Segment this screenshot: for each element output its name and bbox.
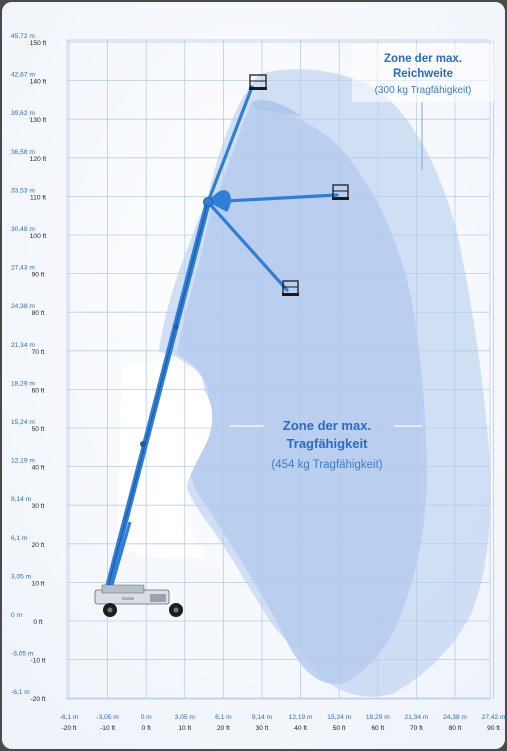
x-tick-label-m: 24,38 m xyxy=(443,714,467,721)
x-tick-label-ft: -20 ft xyxy=(61,725,76,732)
y-tick-label-ft: 90 ft xyxy=(32,272,45,279)
y-tick-label-m: 0 m xyxy=(11,612,22,619)
zone-capacity-title-2: Tragfähigkeit xyxy=(287,436,369,451)
y-tick-label-ft: 110 ft xyxy=(30,194,46,201)
zone-capacity-label: Zone der max. Tragfähigkeit (454 kg Trag… xyxy=(230,418,422,471)
y-tick-label-ft: 10 ft xyxy=(32,580,45,587)
y-tick-label-ft: 60 ft xyxy=(32,387,45,394)
y-tick-label-ft: 50 ft xyxy=(32,426,45,433)
y-tick-label-ft: -20 ft xyxy=(30,696,45,703)
zone-capacity-title-1: Zone der max. xyxy=(283,418,371,433)
zone-reach-title-1: Zone der max. xyxy=(384,53,462,65)
y-tick-label-ft: 150 ft xyxy=(30,40,47,47)
platform-low xyxy=(282,280,299,296)
plot-border xyxy=(66,39,491,700)
chassis: Genie xyxy=(94,584,183,617)
y-tick-label-ft: 20 ft xyxy=(32,542,45,549)
machine-label: Genie xyxy=(122,596,135,601)
zone-capacity-area xyxy=(177,102,427,684)
x-tick-label-m: 6,1 m xyxy=(215,714,232,721)
y-tick-label-m: 30,48 m xyxy=(11,226,35,233)
x-tick-label-ft: 30 ft xyxy=(256,725,269,732)
x-tick-label-ft: 40 ft xyxy=(294,725,307,732)
x-tick-label-ft: 10 ft xyxy=(178,725,191,732)
zone-reach-label: Zone der max. Reichweite (300 kg Tragfäh… xyxy=(352,44,494,170)
x-tick-label-m: 15,24 m xyxy=(327,714,351,721)
non-reachable-area xyxy=(117,363,213,559)
y-tick-label-m: 36,58 m xyxy=(11,149,35,156)
platform-horizontal xyxy=(332,184,349,200)
jib-up xyxy=(206,85,254,204)
jib-down xyxy=(206,200,289,292)
y-tick-label-ft: 80 ft xyxy=(32,310,45,317)
x-tick-label-ft: 50 ft xyxy=(333,725,346,732)
y-tick-label-ft: 140 ft xyxy=(30,79,47,86)
y-tick-label-ft: 120 ft xyxy=(30,156,47,163)
zone-reach-label-bg xyxy=(352,44,494,102)
y-tick-label-ft: 130 ft xyxy=(30,117,47,124)
y-tick-label-ft: 100 ft xyxy=(30,233,47,240)
boom-lift: Genie xyxy=(94,74,349,617)
x-tick-label-ft: -10 ft xyxy=(100,725,115,732)
x-tick-label-ft: 60 ft xyxy=(371,725,384,732)
x-tick-label-m: 21,34 m xyxy=(404,714,428,721)
main-boom-edge xyxy=(107,201,209,588)
y-tick-label-m: 33,53 m xyxy=(11,187,35,194)
y-tick-label-m: 42,67 m xyxy=(11,72,35,79)
x-axis: -6,1 m -20 ft -3,05 m -10 ft 0 m 0 ft 3,05 m 10… xyxy=(60,714,505,732)
y-tick-label-ft: 70 ft xyxy=(32,349,45,356)
zone-inner-stripe xyxy=(252,100,302,117)
y-tick-label-m: 18,29 m xyxy=(11,380,35,387)
y-tick-label-m: 9,14 m xyxy=(11,496,32,503)
x-tick-label-ft: 90 ft xyxy=(487,725,500,732)
y-tick-label-m: 39,62 m xyxy=(11,110,35,117)
y-tick-label-m: 45,72 m xyxy=(11,33,35,40)
x-tick-label-ft: 20 ft xyxy=(217,725,230,732)
x-tick-label-m: 27,42 m xyxy=(482,714,505,721)
zone-capacity-subtitle: (454 kg Tragfähigkeit) xyxy=(271,459,382,471)
x-tick-label-m: 3,05 m xyxy=(175,714,196,721)
y-tick-label-ft: 30 ft xyxy=(32,503,45,510)
y-tick-label-ft: -10 ft xyxy=(30,658,45,665)
x-tick-label-m: 12,19 m xyxy=(289,714,313,721)
y-tick-label-m: -3,05 m xyxy=(11,651,34,658)
zone-reach-title-2: Reichweite xyxy=(393,68,453,80)
platform-top xyxy=(249,74,267,90)
zone-reach-subtitle: (300 kg Tragfähigkeit) xyxy=(375,85,472,96)
x-tick-label-ft: 80 ft xyxy=(449,725,462,732)
x-tick-label-ft: 0 ft xyxy=(142,725,151,732)
y-tick-label-m: 3,05 m xyxy=(11,573,32,580)
x-tick-label-m: 9,14 m xyxy=(252,714,273,721)
y-tick-label-m: 21,34 m xyxy=(11,342,35,349)
y-tick-label-ft: 0 ft xyxy=(33,619,42,626)
x-tick-label-m: 18,29 m xyxy=(366,714,390,721)
grid xyxy=(66,39,495,700)
y-tick-label-m: 12,19 m xyxy=(11,458,35,465)
y-tick-label-m: 6,1 m xyxy=(11,535,28,542)
working-envelope xyxy=(117,69,491,697)
lift-cylinder xyxy=(108,521,132,593)
y-tick-label-m: 24,38 m xyxy=(11,303,35,310)
y-tick-label-m: 27,43 m xyxy=(11,265,35,272)
jib-knuckle xyxy=(208,190,231,212)
x-tick-label-m: 0 m xyxy=(141,714,152,721)
y-tick-label-ft: 40 ft xyxy=(32,465,45,472)
y-tick-label-m: -6,1 m xyxy=(11,689,30,696)
boom-joint xyxy=(140,441,146,447)
x-tick-label-ft: 70 ft xyxy=(410,725,423,732)
y-tick-label-m: 15,24 m xyxy=(11,419,35,426)
jib-pivot xyxy=(203,197,213,207)
boom-joint xyxy=(173,324,179,330)
x-tick-label-m: -6,1 m xyxy=(60,714,79,721)
x-tick-label-m: -3,05 m xyxy=(96,714,119,721)
